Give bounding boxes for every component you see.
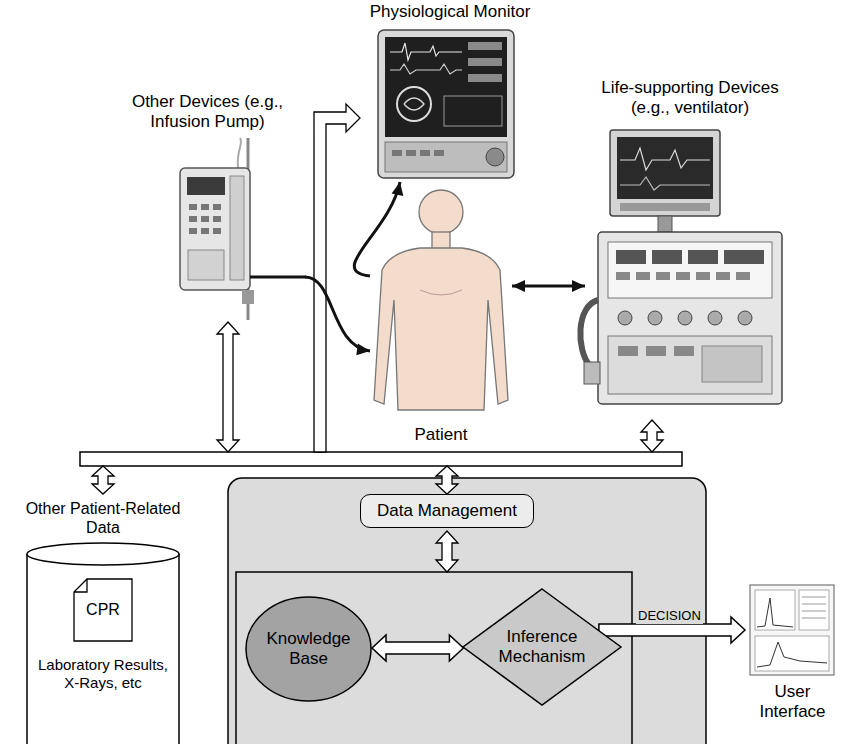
node-label: Life-supporting Devices (e.g., ventilato… xyxy=(585,78,795,118)
knowledge-ellipse: Knowledge Base xyxy=(245,596,372,702)
edge-label: DECISION xyxy=(636,608,703,624)
node-label: CPR xyxy=(75,601,131,620)
block-arrow xyxy=(372,635,463,661)
device-node: Life-supporting Devices (e.g., ventilato… xyxy=(585,78,795,418)
interface-node: User Interface xyxy=(745,580,840,725)
node-label: Data Management xyxy=(377,501,517,521)
bus-arrow xyxy=(436,466,458,494)
database-cylinder: Other Patient-Related DataLaboratory Res… xyxy=(13,498,193,744)
infusion-pump-picture xyxy=(180,138,306,320)
patient-figure xyxy=(374,190,508,410)
monitor-picture xyxy=(378,30,514,178)
screen-picture xyxy=(750,585,834,675)
inference-diamond: Inference Mechanism xyxy=(462,588,622,706)
ventilator-picture xyxy=(580,130,782,404)
bus-arrow xyxy=(92,466,114,494)
signal-line xyxy=(512,280,585,292)
record-page: CPR xyxy=(73,578,133,642)
device-node: Other Devices (e.g., Infusion Pump) xyxy=(110,92,305,322)
node-label: Patient xyxy=(370,425,512,445)
reasoning-box xyxy=(236,572,632,744)
bus-arrow xyxy=(217,322,239,452)
process-box: Data Management xyxy=(360,494,534,528)
node-label: Physiological Monitor xyxy=(360,2,540,22)
device-node: Physiological Monitor xyxy=(360,2,540,182)
signal-line xyxy=(305,277,370,355)
internal-arrow xyxy=(436,531,458,572)
node-label: User Interface xyxy=(745,682,840,722)
patient-node: Patient xyxy=(370,186,512,447)
node-label: Knowledge Base xyxy=(254,629,364,669)
node-label: Other Patient-Related Data xyxy=(14,500,192,538)
bus-arrow xyxy=(641,420,663,452)
node-note: Laboratory Results, X-Rays, etc xyxy=(32,656,174,691)
data-bus xyxy=(80,452,682,466)
bus-arrow xyxy=(314,104,360,452)
node-label: Other Devices (e.g., Infusion Pump) xyxy=(110,92,305,132)
node-label: Inference Mechanism xyxy=(490,627,594,667)
signal-line xyxy=(354,182,403,276)
system-box xyxy=(228,478,706,744)
